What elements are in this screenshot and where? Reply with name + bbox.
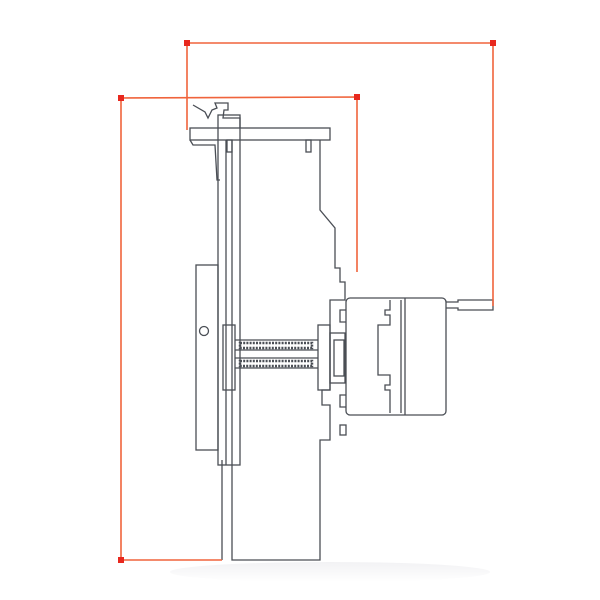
dimension-handle[interactable] — [354, 94, 360, 100]
floor-shadow — [170, 562, 490, 582]
dimension-handle[interactable] — [490, 40, 496, 46]
motor-shaft — [446, 299, 494, 311]
top-plate — [189, 127, 331, 141]
left-bracket — [222, 324, 236, 391]
motor — [339, 297, 494, 436]
dimension-handle[interactable] — [184, 40, 190, 46]
spring-rods — [235, 339, 318, 369]
mounting-hole — [198, 325, 210, 337]
right-bracket — [317, 324, 331, 391]
dimension-handle[interactable] — [118, 95, 124, 101]
vertical-board — [217, 114, 241, 466]
dimension-handle[interactable] — [118, 557, 124, 563]
dimension-lines — [118, 40, 496, 563]
mounting-plate — [195, 264, 219, 451]
assembly-drawing — [189, 102, 494, 561]
